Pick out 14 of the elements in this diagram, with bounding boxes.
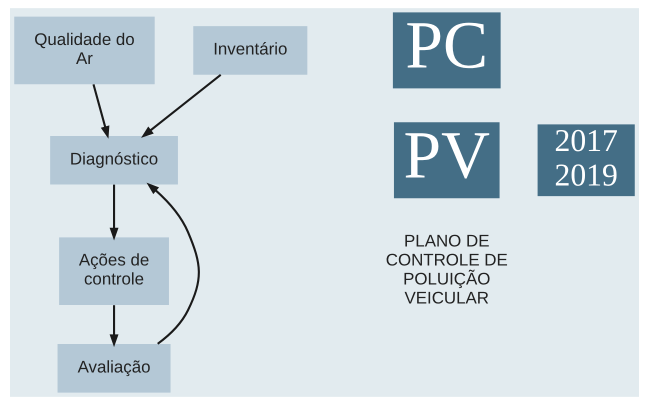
- arrow: [110, 184, 118, 240]
- arrow: [92, 84, 110, 139]
- label: 2017 2019: [554, 122, 618, 193]
- node-box: Diagnóstico: [50, 136, 178, 185]
- label: PC: [405, 8, 488, 83]
- arrow: [146, 182, 200, 345]
- arrow: [110, 305, 118, 348]
- node-box: Ações de controle: [59, 237, 169, 305]
- label: PLANO DE CONTROLE DE POLUIÇÃO VEICULAR: [386, 232, 508, 308]
- node-box: Avaliação: [58, 344, 171, 393]
- node-box: Qualidade do Ar: [14, 16, 155, 84]
- label: PV: [404, 117, 490, 192]
- node-box: Inventário: [193, 26, 308, 75]
- arrow: [141, 74, 222, 138]
